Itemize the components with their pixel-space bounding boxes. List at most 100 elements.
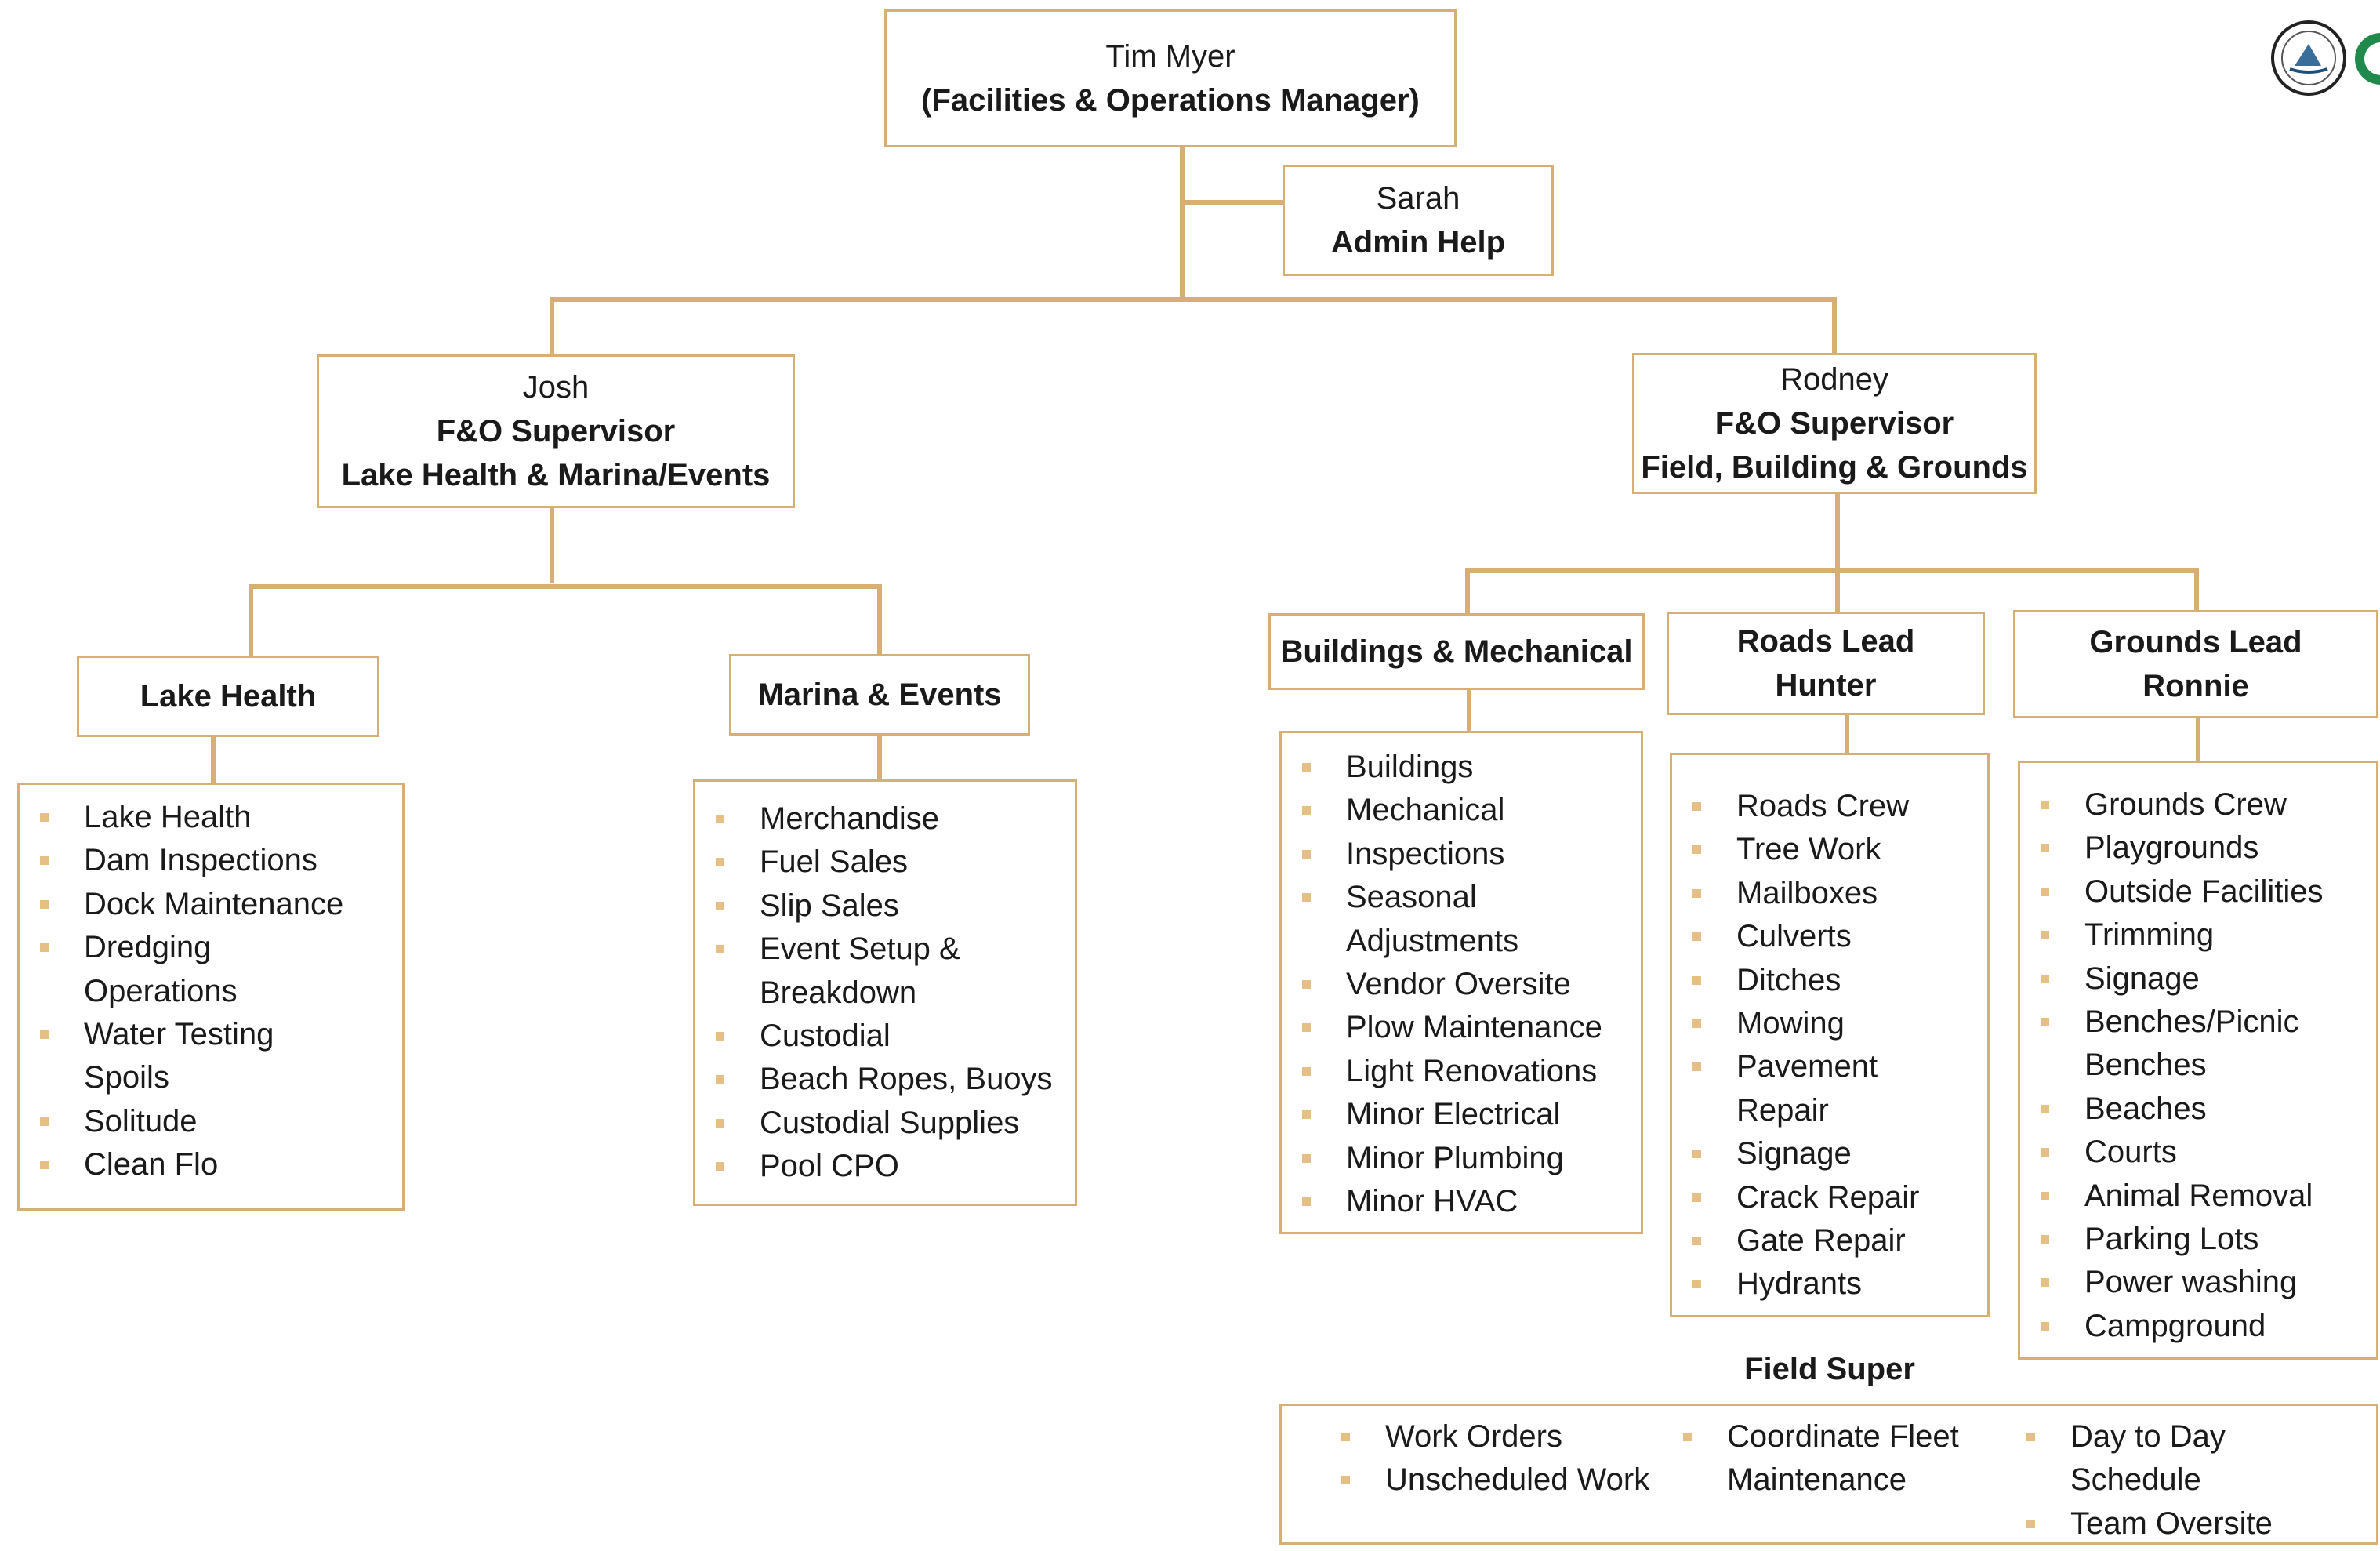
- list-item: Team Oversite: [2006, 1502, 2273, 1546]
- lake-health-header: Lake Health: [77, 656, 379, 737]
- admin-box: Sarah Admin Help: [1283, 165, 1554, 276]
- buildings-header: Buildings & Mechanical: [1268, 613, 1645, 690]
- list-item: Pool CPO: [695, 1145, 1075, 1188]
- list-item: Breakdown: [760, 975, 917, 1010]
- marina-events-list-box: Merchandise Fuel Sales Slip Sales Event …: [693, 779, 1077, 1206]
- list-item: Roads Crew: [1672, 785, 1987, 828]
- list-item: Outside Facilities: [2020, 870, 2376, 914]
- lake-health-title: Lake Health: [140, 679, 317, 714]
- list-item: Beaches: [2020, 1088, 2376, 1131]
- supervisor-rodney-area: Field, Building & Grounds: [1641, 450, 2028, 485]
- field-super-col1: Work Orders Unscheduled Work: [1321, 1415, 1649, 1502]
- lake-health-list-box: Lake Health Dam Inspections Dock Mainten…: [17, 783, 405, 1211]
- grounds-list-box: Grounds Crew Playgrounds Outside Facilit…: [2018, 761, 2378, 1360]
- roads-list: Roads Crew Tree Work Mailboxes Culverts …: [1672, 785, 1987, 1306]
- supervisor-josh-box: Josh F&O Supervisor Lake Health & Marina…: [317, 354, 795, 508]
- list-item: Repair: [1736, 1092, 1829, 1128]
- field-super-title: Field Super: [1744, 1352, 1915, 1386]
- list-item: Signage: [1672, 1132, 1987, 1175]
- list-item: Ditches: [1672, 959, 1987, 1002]
- manager-title: (Facilities & Operations Manager): [921, 83, 1420, 118]
- list-item: Clean Flo: [20, 1143, 402, 1186]
- list-item: Hydrants: [1672, 1262, 1987, 1306]
- roads-title-line2: Hunter: [1775, 668, 1877, 703]
- buildings-title: Buildings & Mechanical: [1280, 634, 1633, 669]
- list-item: Gate Repair: [1672, 1219, 1987, 1262]
- manager-box: Tim Myer (Facilities & Operations Manage…: [884, 9, 1457, 147]
- list-item: Grounds Crew: [2020, 783, 2376, 826]
- list-item: Parking Lots: [2020, 1218, 2376, 1261]
- list-item: Operations: [84, 973, 238, 1008]
- list-item: Minor Plumbing: [1282, 1137, 1641, 1180]
- list-item: Maintenance: [1727, 1462, 1907, 1498]
- list-item: Adjustments: [1346, 923, 1519, 958]
- list-item: Minor Electrical: [1282, 1093, 1641, 1136]
- buildings-list-box: Buildings Mechanical Inspections Seasona…: [1279, 731, 1643, 1234]
- list-item: Seasonal: [1282, 876, 1641, 919]
- list-item: Campground: [2020, 1305, 2376, 1348]
- list-item: Dam Inspections: [20, 839, 402, 882]
- list-item: Minor HVAC: [1282, 1180, 1641, 1223]
- list-item: Tree Work: [1672, 828, 1987, 871]
- list-item: Event Setup &: [695, 928, 1075, 971]
- list-item: Mechanical: [1282, 789, 1641, 832]
- list-item: Day to Day: [2006, 1415, 2273, 1458]
- list-item: Plow Maintenance: [1282, 1006, 1641, 1049]
- supervisor-josh-area: Lake Health & Marina/Events: [341, 458, 771, 492]
- list-item: Coordinate Fleet: [1663, 1415, 1959, 1458]
- list-item: Trimming: [2020, 914, 2376, 957]
- list-item: Culverts: [1672, 915, 1987, 958]
- buildings-list: Buildings Mechanical Inspections Seasona…: [1282, 746, 1641, 1223]
- supervisor-josh-name: Josh: [522, 370, 590, 405]
- list-item: Crack Repair: [1672, 1176, 1987, 1219]
- list-item: Lake Health: [20, 796, 402, 839]
- list-item: Custodial Supplies: [695, 1102, 1075, 1145]
- roads-list-box: Roads Crew Tree Work Mailboxes Culverts …: [1670, 753, 1990, 1317]
- list-item: Slip Sales: [695, 884, 1075, 928]
- supervisor-rodney-title: F&O Supervisor: [1714, 406, 1954, 441]
- supervisor-josh-title: F&O Supervisor: [436, 414, 676, 449]
- list-item: Solitude: [20, 1100, 402, 1143]
- lake-health-list: Lake Health Dam Inspections Dock Mainten…: [20, 796, 402, 1187]
- list-item: Dock Maintenance: [20, 883, 402, 926]
- community-seal-logo: [2271, 20, 2346, 96]
- marina-events-list: Merchandise Fuel Sales Slip Sales Event …: [695, 797, 1075, 1189]
- supervisor-rodney-name: Rodney: [1780, 362, 1888, 397]
- list-item: Signage: [2020, 957, 2376, 1001]
- list-item: Pavement: [1672, 1045, 1987, 1088]
- list-item: Mailboxes: [1672, 872, 1987, 915]
- list-item: Buildings: [1282, 746, 1641, 789]
- list-item: Custodial: [695, 1015, 1075, 1058]
- list-item: Vendor Oversite: [1282, 963, 1641, 1006]
- admin-role: Admin Help: [1330, 225, 1506, 260]
- marina-events-header: Marina & Events: [729, 654, 1030, 736]
- field-super-col2: Coordinate Fleet Maintenance: [1663, 1415, 1959, 1502]
- list-item: Work Orders: [1321, 1415, 1649, 1458]
- grounds-header: Grounds Lead Ronnie: [2013, 610, 2378, 718]
- list-item: Playgrounds: [2020, 826, 2376, 870]
- roads-title-line1: Roads Lead: [1736, 624, 1915, 659]
- list-item: Water Testing: [20, 1013, 402, 1056]
- list-item: Courts: [2020, 1131, 2376, 1174]
- field-super-col3: Day to Day Schedule Team Oversite: [2006, 1415, 2273, 1546]
- grounds-title-line1: Grounds Lead: [2089, 625, 2302, 659]
- admin-name: Sarah: [1376, 181, 1460, 216]
- list-item: Dredging: [20, 926, 402, 969]
- list-item: Animal Removal: [2020, 1175, 2376, 1218]
- list-item: Mowing: [1672, 1002, 1987, 1045]
- list-item: Unscheduled Work: [1321, 1458, 1649, 1502]
- list-item: Benches: [2084, 1048, 2207, 1083]
- supervisor-rodney-box: Rodney F&O Supervisor Field, Building & …: [1632, 353, 2037, 494]
- list-item: Benches/Picnic: [2020, 1001, 2376, 1044]
- list-item: Schedule: [2070, 1462, 2201, 1498]
- list-item: Light Renovations: [1282, 1050, 1641, 1093]
- list-item: Fuel Sales: [695, 841, 1075, 884]
- marina-events-title: Marina & Events: [757, 677, 1002, 712]
- list-item: Inspections: [1282, 833, 1641, 876]
- field-super-box: Work Orders Unscheduled Work Coordinate …: [1279, 1404, 2378, 1545]
- list-item: Beach Ropes, Buoys: [695, 1058, 1075, 1101]
- grounds-title-line2: Ronnie: [2142, 669, 2249, 703]
- list-item: Power washing: [2020, 1261, 2376, 1304]
- list-item: Merchandise: [695, 797, 1075, 841]
